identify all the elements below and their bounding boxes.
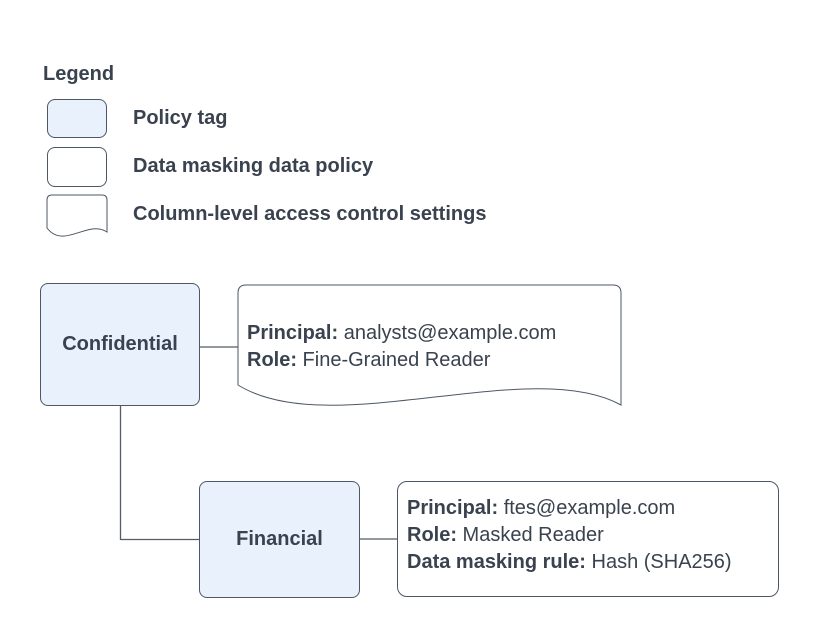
legend-swatch-data-policy: [47, 147, 107, 187]
legend-label-policy-tag: Policy tag: [133, 107, 228, 129]
annotation-line: Role: Masked Reader: [407, 522, 732, 549]
policy-tag-node-confidential: Confidential: [40, 283, 200, 406]
annotation-line-label: Role:: [407, 524, 457, 546]
annotation-confidential-access-text: Principal: analysts@example.com Role: Fi…: [247, 320, 556, 374]
policy-tag-label: Confidential: [62, 333, 178, 355]
edge-confidential-to-financial: [119, 406, 199, 541]
policy-tag-label: Financial: [236, 528, 323, 550]
legend-swatch-document-shape: [46, 194, 108, 237]
data-policy-box-financial: [397, 481, 779, 597]
annotation-line: Principal: ftes@example.com: [407, 495, 732, 522]
annotation-line-value: Masked Reader: [457, 524, 604, 546]
annotation-line-label: Data masking rule:: [407, 551, 586, 573]
annotation-line: Data masking rule: Hash (SHA256): [407, 549, 732, 576]
annotation-financial-policy-text: Principal: ftes@example.com Role: Masked…: [407, 495, 732, 576]
legend-label-data-policy: Data masking data policy: [133, 155, 374, 177]
annotation-line-label: Role:: [247, 349, 297, 371]
annotation-line-label: Principal:: [407, 497, 499, 519]
document-shape-confidential-access: [237, 284, 622, 406]
legend-label-column-level-access: Column-level access control settings: [133, 203, 487, 225]
annotation-line-value: analysts@example.com: [338, 322, 557, 344]
legend-title: Legend: [43, 63, 115, 85]
policy-tag-node-financial: Financial: [199, 481, 360, 598]
annotation-line-value: Hash (SHA256): [585, 551, 732, 573]
annotation-line-label: Principal:: [247, 322, 339, 344]
annotation-line-value: ftes@example.com: [498, 497, 676, 519]
annotation-line: Principal: analysts@example.com: [247, 320, 556, 347]
legend-swatch-policy-tag: [47, 99, 107, 138]
annotation-line-value: Fine-Grained Reader: [297, 349, 491, 371]
annotation-line: Role: Fine-Grained Reader: [247, 347, 556, 374]
